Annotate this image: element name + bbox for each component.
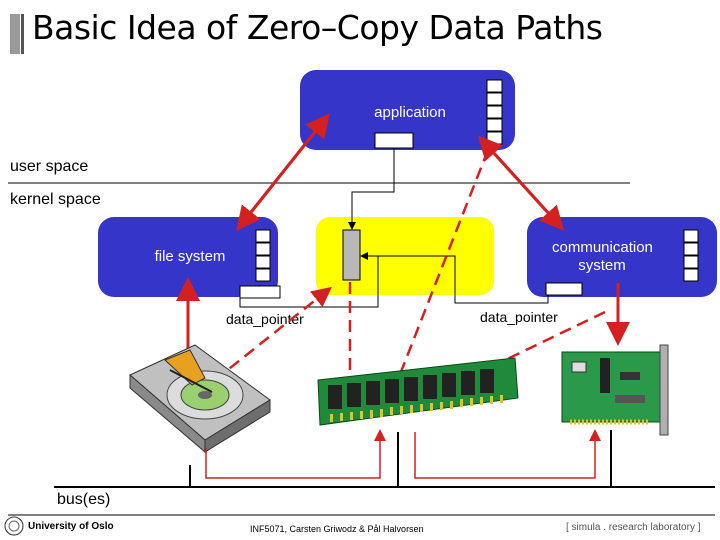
file-system-label: file system <box>154 248 226 265</box>
footer-university: University of Oslo <box>28 521 114 532</box>
hard-disk-icon <box>129 344 271 454</box>
footer-course: INF5071, Carsten Griwodz & Pål Halvorsen <box>250 524 424 534</box>
application-stack <box>486 79 503 145</box>
memory-module-icon <box>317 357 519 426</box>
kernel-space-label: kernel space <box>10 191 101 208</box>
application-label: application <box>374 104 446 121</box>
communication-system-buffer <box>545 282 583 296</box>
title-accent-bar-dark <box>21 14 24 54</box>
control-connectors <box>239 148 549 308</box>
bus-label: bus(es) <box>57 491 111 508</box>
footer-lab: [ simula . research laboratory ] <box>566 522 701 533</box>
communication-system-label: communication system <box>552 239 653 274</box>
file-system-buffer <box>239 285 281 299</box>
communication-system-stack <box>683 229 699 282</box>
application-buffer <box>374 132 414 149</box>
slide-title: Basic Idea of Zero–Copy Data Paths <box>32 8 603 47</box>
user-space-label: user space <box>10 158 89 175</box>
bus-lines <box>54 430 715 488</box>
bus-transfer-arrows <box>205 429 601 479</box>
title-accent-bar <box>10 14 20 54</box>
kernel-buffer-block <box>342 229 361 281</box>
data-pointer-right-label: data_pointer <box>480 309 558 325</box>
university-seal-icon <box>4 516 24 536</box>
network-card-icon <box>561 344 669 436</box>
red-solid-arrows <box>176 113 630 355</box>
data-pointer-left-label: data_pointer <box>226 311 304 327</box>
file-system-stack <box>255 229 271 282</box>
